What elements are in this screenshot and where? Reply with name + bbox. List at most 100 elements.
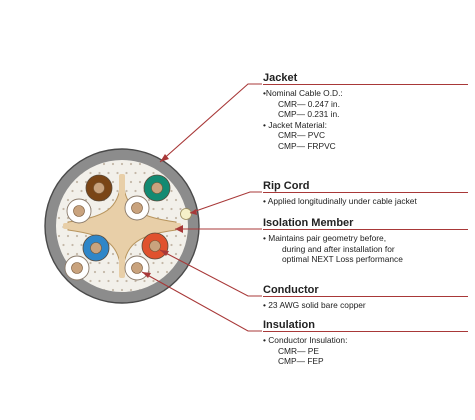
texture-dot xyxy=(183,162,187,166)
texture-dot xyxy=(188,172,190,174)
texture-dot xyxy=(57,216,61,220)
texture-dot xyxy=(75,234,79,238)
texture-dot xyxy=(107,279,110,283)
callout-jacket: Jacket •Nominal Cable O.D.: CMR— 0.247 i… xyxy=(263,72,473,152)
conductor-core xyxy=(90,242,102,254)
rule-insulation xyxy=(263,331,468,332)
callout-line: CMR— PVC xyxy=(278,130,325,141)
texture-dot xyxy=(179,279,182,283)
callout-title: Rip Cord xyxy=(263,180,310,192)
texture-dot xyxy=(84,234,88,238)
texture-dot xyxy=(147,198,151,202)
texture-dot xyxy=(120,288,124,292)
callout-line: •Nominal Cable O.D.: xyxy=(263,88,343,98)
callout-line: • Conductor Insulation: xyxy=(263,335,348,345)
texture-dot xyxy=(170,261,173,265)
texture-dot xyxy=(125,279,128,283)
callout-line: optimal NEXT Loss performance xyxy=(282,254,403,265)
texture-dot xyxy=(111,270,115,274)
texture-dot xyxy=(170,207,173,211)
rule-conductor xyxy=(263,296,468,297)
texture-dot xyxy=(129,162,133,166)
texture-dot xyxy=(129,288,133,292)
texture-dot xyxy=(71,243,74,247)
texture-dot xyxy=(98,171,101,175)
isolation-member xyxy=(63,174,181,278)
texture-dot xyxy=(152,261,155,265)
texture-dot xyxy=(183,288,187,292)
leader-arrowheads xyxy=(142,154,197,278)
callout-conductor: Conductor • 23 AWG solid bare copper xyxy=(263,284,473,311)
texture-dot xyxy=(66,252,70,256)
texture-dot xyxy=(156,270,160,274)
callout-line: • 23 AWG solid bare copper xyxy=(263,300,366,310)
texture-dot xyxy=(75,180,79,184)
texture-dot xyxy=(66,162,70,166)
texture-dot xyxy=(62,279,65,283)
texture-dot xyxy=(143,279,146,283)
leader-conductor xyxy=(159,249,262,297)
arrowhead xyxy=(175,225,183,233)
callout-line: CMP— FRPVC xyxy=(278,140,336,151)
texture-dot xyxy=(57,288,61,292)
texture-dot xyxy=(165,234,169,238)
texture-dot xyxy=(84,180,88,184)
texture-dot xyxy=(152,207,155,211)
texture-dot xyxy=(188,280,190,282)
texture-dot xyxy=(129,180,133,184)
texture-dot xyxy=(179,243,182,247)
arrowhead xyxy=(142,272,151,278)
texture-dot xyxy=(165,216,169,220)
callout-title: Jacket xyxy=(263,72,298,84)
texture-dot xyxy=(57,162,61,166)
rule-rip-cord xyxy=(263,192,468,193)
callout-title: Conductor xyxy=(263,284,319,296)
callout-line: • Applied longitudinally under cable jac… xyxy=(263,196,417,206)
texture-dot xyxy=(125,171,128,175)
texture-dot xyxy=(134,171,137,175)
texture-dot xyxy=(138,162,142,166)
texture-dot xyxy=(129,252,133,256)
pair-brown xyxy=(66,174,113,224)
texture-dot xyxy=(111,252,115,256)
arrowhead xyxy=(190,209,197,215)
pair-orange xyxy=(124,232,169,281)
conductor-core xyxy=(93,182,105,194)
conductor-core xyxy=(131,202,143,214)
texture-dot xyxy=(75,252,79,256)
callout-line: • Jacket Material: xyxy=(263,119,327,130)
texture-dot xyxy=(170,189,173,193)
texture-dot xyxy=(174,198,178,202)
texture-dot xyxy=(165,198,169,202)
texture-dot xyxy=(80,243,83,247)
texture-dot xyxy=(170,243,173,247)
pair-blue xyxy=(64,234,110,281)
texture-dot xyxy=(107,261,110,265)
callout-line: during and after installation for xyxy=(282,243,395,254)
texture-dot xyxy=(116,189,119,193)
texture-dot xyxy=(134,243,137,247)
texture-dot xyxy=(143,171,146,175)
conductor-core xyxy=(131,262,143,274)
texture-dot xyxy=(116,261,119,265)
leader-rip-cord xyxy=(189,191,262,214)
texture-dot xyxy=(111,180,115,184)
texture-dot xyxy=(161,207,164,211)
callout-title: Isolation Member xyxy=(263,217,354,229)
texture-dot xyxy=(66,234,70,238)
texture-dot xyxy=(138,180,142,184)
rule-jacket xyxy=(263,84,468,85)
leader-insulation xyxy=(141,271,262,332)
conductor-core xyxy=(71,262,83,274)
leader-lines xyxy=(141,83,262,332)
texture-dot xyxy=(62,171,65,175)
conductor-core xyxy=(73,205,85,217)
texture-dot xyxy=(98,261,101,265)
callout-insulation: Insulation • Conductor Insulation: CMR— … xyxy=(263,319,473,367)
texture-dot xyxy=(111,162,115,166)
callout-line: CMP— 0.231 in. xyxy=(278,109,340,120)
texture-dot xyxy=(116,171,119,175)
callout-isolation-member: Isolation Member • Maintains pair geomet… xyxy=(263,217,473,265)
rip-cord xyxy=(180,208,192,220)
